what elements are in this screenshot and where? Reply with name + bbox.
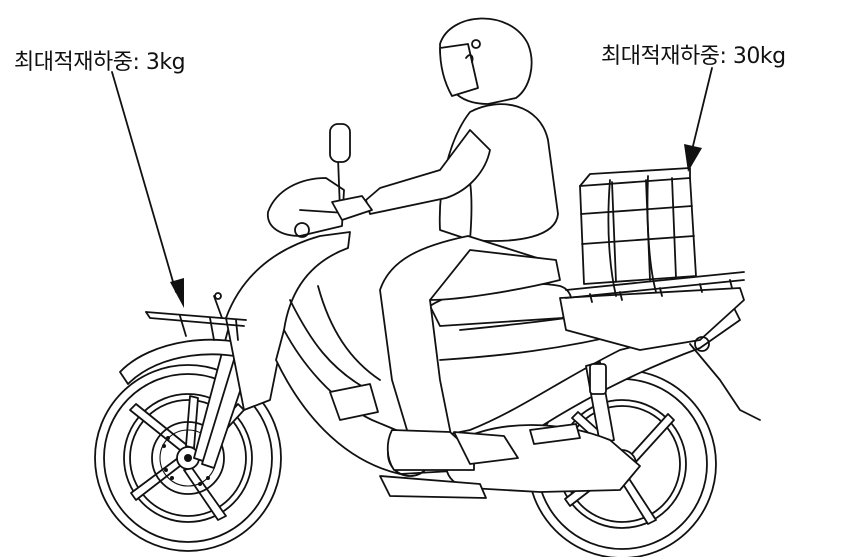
front-wheel <box>94 364 282 552</box>
front-carrier <box>145 292 247 341</box>
front-load-callout-arrow <box>111 71 184 308</box>
rear-carrier-max-load-label: 최대적재하중: 30kg <box>601 44 786 69</box>
rear-load-callout-arrow <box>684 67 713 172</box>
cargo-box <box>579 167 697 297</box>
front-carrier-max-load-label: 최대적재하중: 3kg <box>14 50 186 75</box>
rider <box>331 17 561 471</box>
